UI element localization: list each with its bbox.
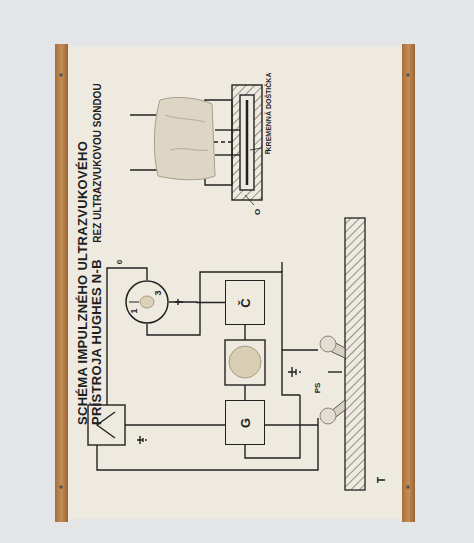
flaw-mark	[328, 371, 342, 372]
crt-outline	[125, 280, 169, 324]
test-piece-label: T	[376, 477, 387, 483]
wood-strip	[402, 44, 415, 522]
generator-box: G	[225, 400, 265, 445]
crt-circle: 13	[125, 280, 169, 324]
probe-label: PS	[314, 383, 323, 394]
electrode-number: 3	[154, 290, 164, 295]
pulse-object	[229, 346, 261, 378]
probe-crystal-object	[154, 97, 215, 179]
receiver-box: Č	[225, 280, 265, 325]
object-texture	[165, 115, 208, 150]
wire-connector	[169, 301, 225, 303]
test-piece	[345, 218, 365, 490]
probe-section	[130, 85, 262, 205]
probes	[320, 336, 345, 424]
plate-number: 0	[116, 260, 125, 264]
box-letter: Č	[239, 298, 253, 307]
section-heading: REZ ULTRAZVUKOVOU SONDOU	[92, 83, 103, 242]
box-letter: G	[239, 418, 253, 428]
part-letter: O	[254, 209, 263, 215]
electrode-number: 1	[130, 308, 140, 313]
part-label: KREMENNÁ DOŠTIČKA	[265, 73, 273, 152]
paper	[62, 47, 410, 519]
wood-strip	[55, 44, 68, 522]
wires	[88, 262, 318, 470]
